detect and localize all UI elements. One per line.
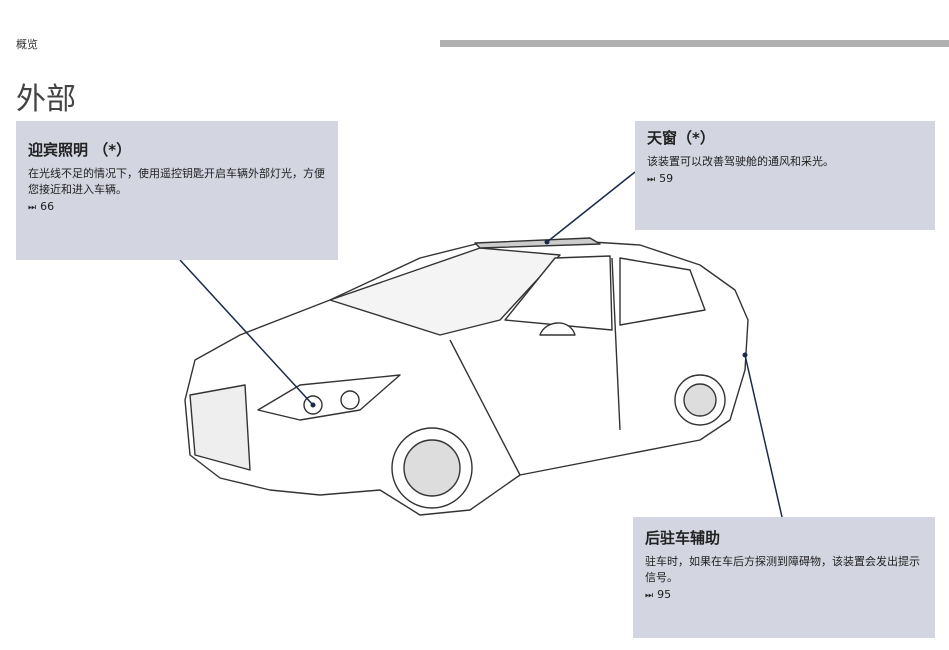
page-number: 95 — [657, 588, 672, 601]
callout-title: 后驻车辅助 — [645, 529, 721, 547]
section-label: 概览 — [16, 38, 38, 51]
page-reference[interactable]: ⏭ 95 — [645, 588, 923, 601]
leader-line-welcome-lighting — [179, 259, 314, 406]
page-ref-icon: ⏭ — [647, 175, 655, 185]
page-reference[interactable]: ⏭ 66 — [28, 200, 326, 213]
leader-line-sunroof — [546, 171, 636, 243]
callout-rear-parking-assist: 后驻车辅助 驻车时，如果在车后方探测到障碍物，该装置会发出提示信号。 ⏭ 95 — [633, 517, 935, 638]
page-title: 外部 — [16, 82, 76, 117]
callout-welcome-lighting: 迎宾照明 （*） 在光线不足的情况下，使用遥控钥匙开启车辆外部灯光，方便您接近和… — [16, 121, 338, 260]
page-number: 59 — [659, 172, 674, 185]
page-number: 66 — [40, 200, 55, 213]
header-bar — [440, 40, 949, 47]
callout-title: 迎宾照明 （*） — [28, 141, 132, 159]
page-reference[interactable]: ⏭ 59 — [647, 172, 923, 185]
callout-title: 天窗（*） — [647, 129, 715, 147]
leader-line-rear-parking — [744, 354, 783, 518]
callout-text: 驻车时，如果在车后方探测到障碍物，该装置会发出提示信号。 — [645, 555, 920, 584]
callout-text: 在光线不足的情况下，使用遥控钥匙开启车辆外部灯光，方便您接近和进入车辆。 — [28, 167, 325, 196]
page-ref-icon: ⏭ — [28, 203, 36, 213]
callout-text: 该装置可以改善驾驶舱的通风和采光。 — [647, 155, 834, 168]
page-ref-icon: ⏭ — [645, 591, 653, 601]
callout-sunroof: 天窗（*） 该装置可以改善驾驶舱的通风和采光。 ⏭ 59 — [635, 121, 935, 230]
